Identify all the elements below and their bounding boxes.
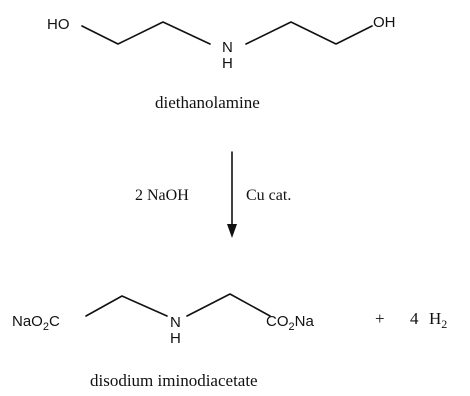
reactant-nitrogen-label: N: [222, 39, 233, 56]
catalyst-label: Cu cat.: [246, 187, 291, 204]
reactant-bond-chain-right: [245, 21, 373, 45]
reactant-hydrogen-label: H: [222, 55, 233, 72]
arrow-head: [227, 224, 237, 238]
product-bond-chain-left: [85, 295, 168, 317]
product-structure: NaO2C CO2Na N H: [12, 293, 314, 347]
product-left-carboxylate-label: NaO2C: [12, 313, 60, 333]
reactant-name: diethanolamine: [155, 93, 260, 112]
reagent-label: 2 NaOH: [135, 187, 189, 204]
hydrogen-byproduct: H2: [429, 309, 447, 331]
product-nitrogen-label: N: [170, 314, 181, 331]
reactant-ho-label: HO: [47, 16, 70, 33]
product-name: disodium iminodiacetate: [90, 371, 258, 390]
reactant-oh-label: OH: [373, 14, 396, 31]
product-right-carboxylate-label: CO2Na: [266, 313, 314, 333]
reaction-arrow: [227, 151, 237, 238]
product-hydrogen-label: H: [170, 330, 181, 347]
product-bond-chain-right: [186, 293, 271, 317]
hydrogen-coefficient: 4: [410, 309, 419, 328]
reactant-bond-chain-left: [81, 21, 211, 45]
plus-sign: +: [375, 309, 385, 328]
reactant-structure: HO OH N H: [47, 14, 396, 72]
